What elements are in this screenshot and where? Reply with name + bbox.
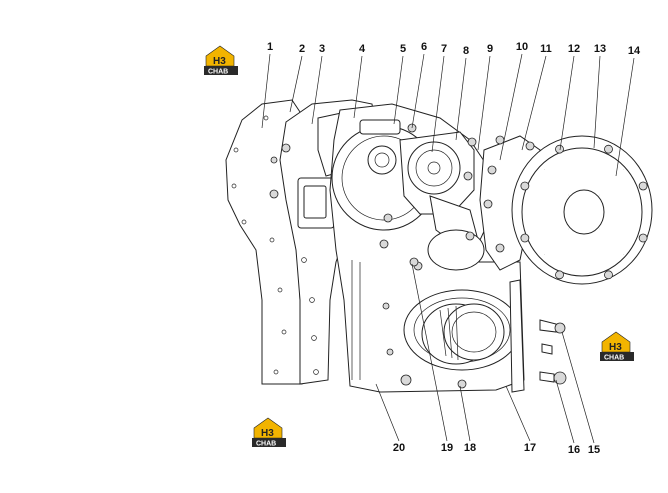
logo-mark-text: H3 bbox=[261, 428, 274, 439]
logo-mark-text: H3 bbox=[609, 342, 622, 353]
leader-line-1 bbox=[261, 53, 271, 129]
leader-line-9 bbox=[477, 55, 491, 151]
callout-8: 8 bbox=[463, 45, 469, 57]
callout-16: 16 bbox=[568, 444, 580, 456]
leader-line-17 bbox=[505, 385, 531, 442]
part-seal-rings bbox=[382, 289, 521, 389]
part-loose-bolts bbox=[509, 279, 567, 393]
callout-18: 18 bbox=[464, 442, 476, 454]
leader-line-15 bbox=[561, 331, 595, 444]
callout-10: 10 bbox=[516, 41, 528, 53]
leader-line-5 bbox=[393, 55, 404, 125]
callout-5: 5 bbox=[400, 43, 406, 55]
callout-1: 1 bbox=[267, 41, 273, 53]
leader-line-6 bbox=[411, 53, 425, 129]
logo-word-text: CHAB bbox=[256, 441, 276, 448]
callout-leader-lines bbox=[261, 53, 635, 444]
logo-word-text: CHAB bbox=[604, 355, 624, 362]
callout-20: 20 bbox=[393, 442, 405, 454]
flange-spokes bbox=[528, 152, 640, 272]
flange-rim-bolts bbox=[520, 144, 648, 280]
callout-12: 12 bbox=[568, 43, 580, 55]
leader-line-16 bbox=[555, 379, 575, 444]
callout-3: 3 bbox=[319, 43, 325, 55]
leader-line-20 bbox=[375, 383, 400, 442]
logo-mark-text: H3 bbox=[213, 56, 226, 67]
leader-line-18 bbox=[459, 385, 471, 442]
part-flange-cover bbox=[511, 135, 653, 285]
callout-2: 2 bbox=[299, 43, 305, 55]
leader-line-4 bbox=[353, 55, 363, 119]
leader-line-12 bbox=[559, 55, 575, 151]
leader-line-8 bbox=[455, 57, 467, 141]
leader-line-13 bbox=[593, 55, 601, 149]
leader-line-3 bbox=[311, 55, 323, 125]
leader-line-7 bbox=[431, 55, 445, 153]
callout-15: 15 bbox=[588, 444, 600, 456]
callout-19: 19 bbox=[441, 442, 453, 454]
callout-13: 13 bbox=[594, 43, 606, 55]
callout-7: 7 bbox=[441, 43, 447, 55]
callout-6: 6 bbox=[421, 41, 427, 53]
leader-line-2 bbox=[289, 55, 303, 113]
leader-line-19 bbox=[411, 263, 448, 442]
callout-11: 11 bbox=[540, 43, 552, 55]
leader-line-10 bbox=[499, 53, 523, 161]
callout-4: 4 bbox=[359, 43, 366, 55]
leader-line-11 bbox=[521, 55, 547, 151]
callout-17: 17 bbox=[524, 442, 536, 454]
part-pump-assembly bbox=[359, 119, 485, 271]
callout-14: 14 bbox=[628, 45, 641, 57]
callout-9: 9 bbox=[487, 43, 493, 55]
logo-word-text: CHAB bbox=[208, 69, 228, 76]
leader-line-14 bbox=[615, 57, 635, 177]
